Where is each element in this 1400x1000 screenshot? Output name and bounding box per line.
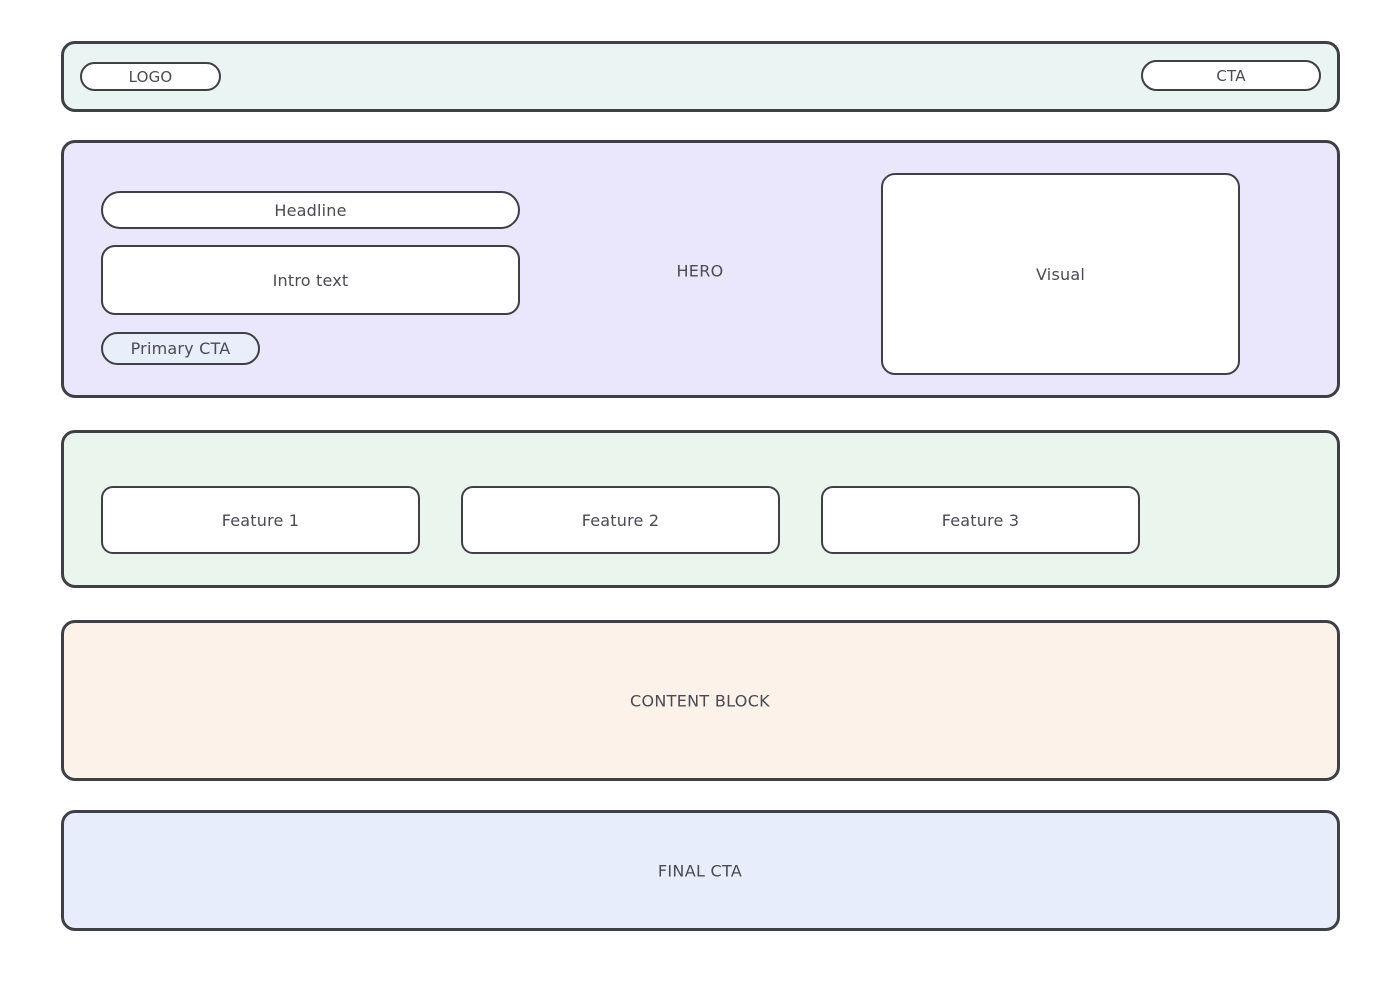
- hero-visual-label: Visual: [1036, 264, 1085, 284]
- header-section: [61, 41, 1340, 112]
- feature-card[interactable]: Feature 2: [461, 486, 780, 554]
- hero-intro-label: Intro text: [272, 270, 349, 290]
- content-block-label: CONTENT BLOCK: [630, 691, 770, 711]
- logo-chip[interactable]: LOGO: [80, 62, 221, 91]
- final-cta-label: FINAL CTA: [657, 861, 743, 881]
- final-cta-section[interactable]: [61, 810, 1340, 931]
- logo-label: LOGO: [128, 67, 173, 86]
- hero-intro-text-placeholder: Intro text: [101, 245, 520, 315]
- header-cta-label: CTA: [1216, 66, 1246, 85]
- content-block-section: [61, 620, 1340, 781]
- feature-card-label: Feature 3: [941, 510, 1020, 530]
- hero-section-label: HERO: [676, 261, 724, 281]
- hero-primary-cta-label: Primary CTA: [130, 339, 231, 358]
- header-cta-button[interactable]: CTA: [1141, 60, 1321, 91]
- hero-primary-cta-button[interactable]: Primary CTA: [101, 332, 260, 365]
- feature-card[interactable]: Feature 1: [101, 486, 420, 554]
- feature-card-label: Feature 1: [221, 510, 300, 530]
- feature-card[interactable]: Feature 3: [821, 486, 1140, 554]
- hero-headline-placeholder: Headline: [101, 191, 520, 229]
- hero-headline-label: Headline: [274, 200, 347, 220]
- feature-card-label: Feature 2: [581, 510, 660, 530]
- hero-visual-placeholder: Visual: [881, 173, 1240, 375]
